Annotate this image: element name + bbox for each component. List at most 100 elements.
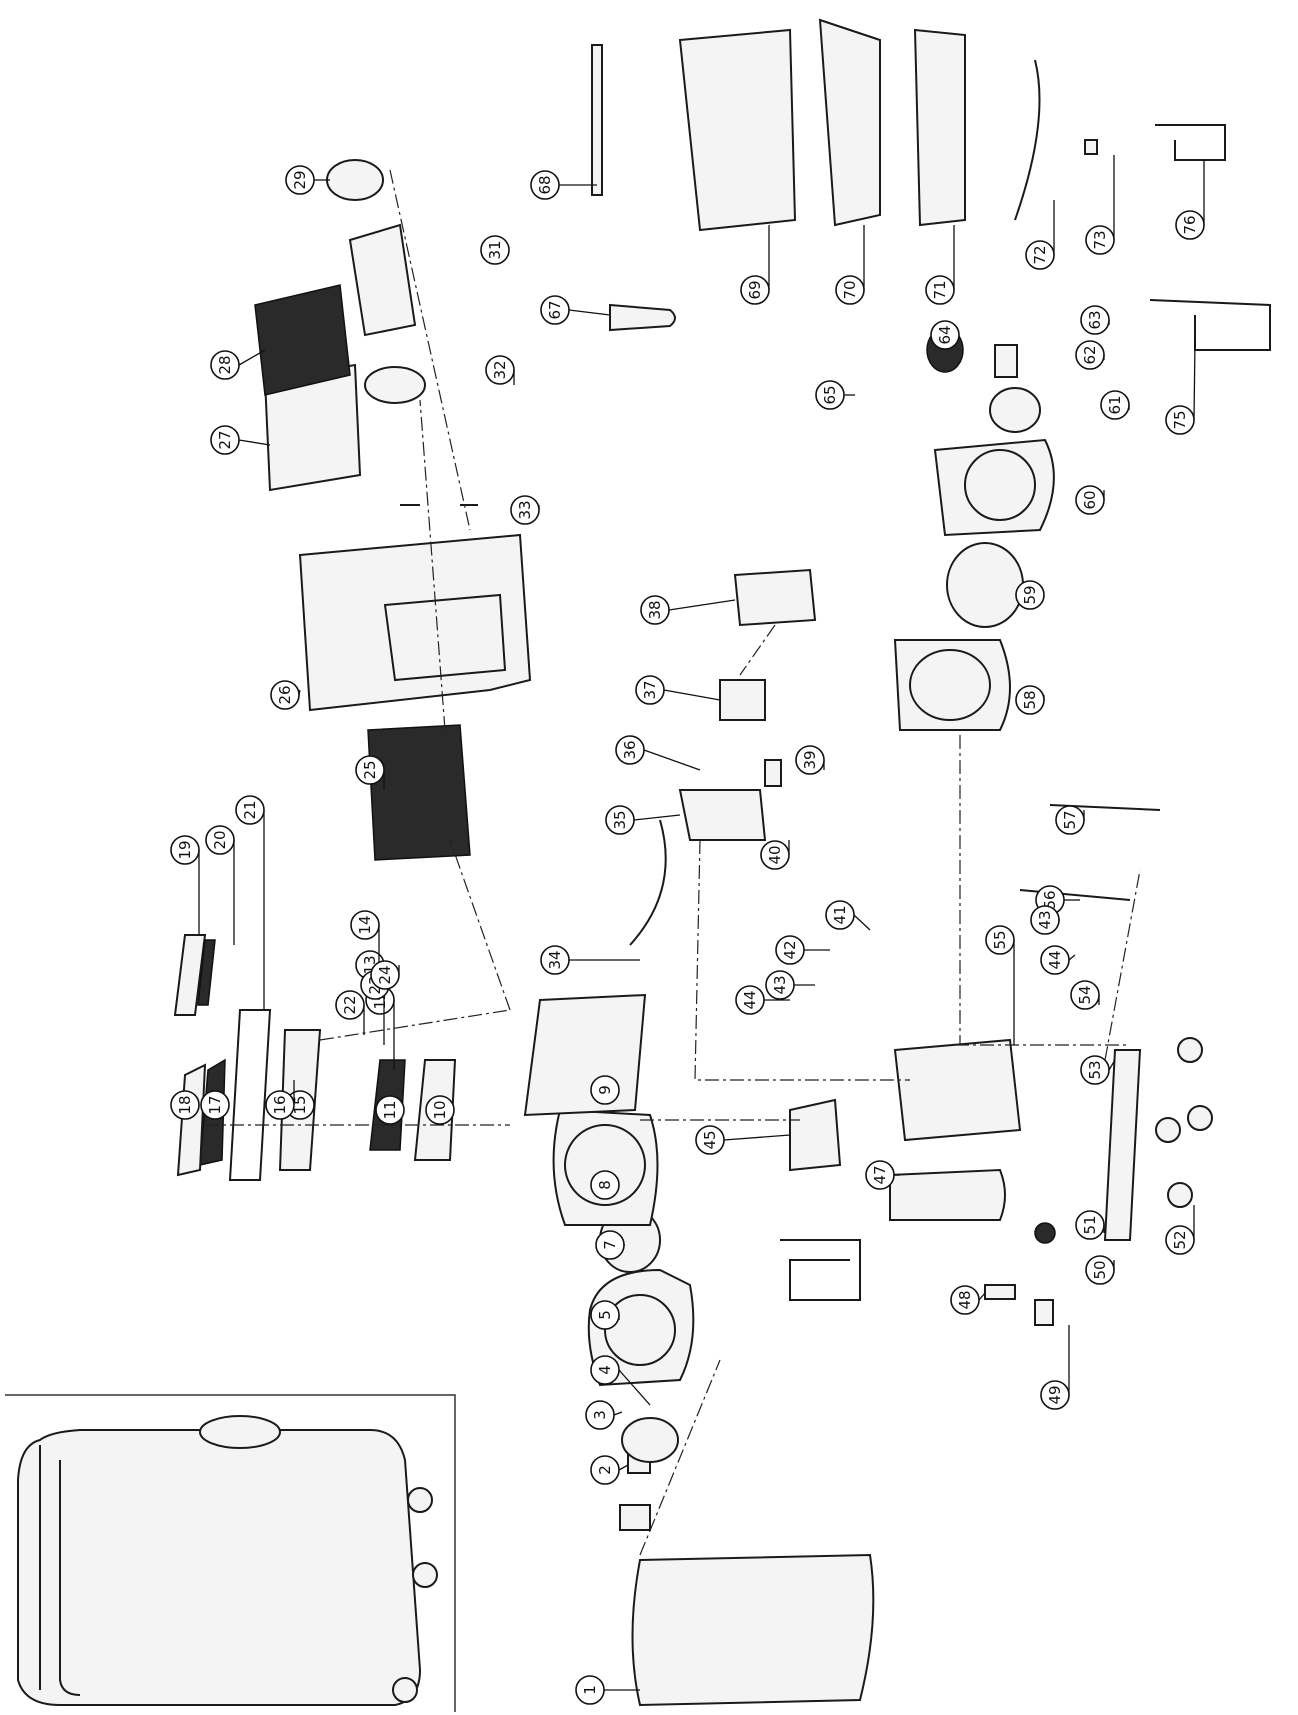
callout-number: 57 xyxy=(1061,810,1079,829)
callout-9: 9 xyxy=(590,1075,620,1105)
callout-73: 73 xyxy=(1085,155,1115,255)
callout-7: 7 xyxy=(595,1230,625,1260)
callout-2: 2 xyxy=(590,1455,629,1485)
callout-number: 10 xyxy=(431,1100,449,1119)
callout-number: 50 xyxy=(1091,1260,1109,1279)
callout-bubble xyxy=(760,840,790,870)
callout-bubble xyxy=(835,275,865,305)
callout-10: 10 xyxy=(425,1095,455,1125)
callout-62: 62 xyxy=(1075,340,1105,370)
leader-line-41 xyxy=(853,914,871,931)
leader-line-67 xyxy=(568,309,611,316)
callout-bubble xyxy=(585,1400,615,1430)
callout-29: 29 xyxy=(285,165,330,195)
callout-bubble xyxy=(425,1095,455,1125)
callout-bubble xyxy=(930,320,960,350)
callout-bubble xyxy=(825,900,855,930)
callout-49: 49 xyxy=(1040,1325,1070,1410)
callout-number: 39 xyxy=(801,750,819,769)
leader-line-35 xyxy=(633,814,681,821)
callout-61: 61 xyxy=(1100,390,1130,420)
callout-31: 31 xyxy=(480,235,510,265)
callout-number: 72 xyxy=(1031,245,1049,264)
callout-bubble xyxy=(1075,1210,1105,1240)
callout-bubble xyxy=(735,985,765,1015)
callout-43: 43 xyxy=(765,970,815,1000)
callout-bubble xyxy=(775,935,805,965)
leader-line-28 xyxy=(238,349,266,366)
callout-bubble xyxy=(210,350,240,380)
callout-28: 28 xyxy=(210,349,266,380)
callout-58: 58 xyxy=(1015,685,1045,715)
callout-number: 44 xyxy=(741,990,759,1009)
callout-number: 60 xyxy=(1081,490,1099,509)
callout-number: 53 xyxy=(1086,1060,1104,1079)
callout-5: 5 xyxy=(590,1300,620,1330)
callout-bubble xyxy=(375,1095,405,1125)
callout-bubble xyxy=(590,1170,620,1200)
callout-number: 9 xyxy=(596,1085,614,1095)
leader-line-75 xyxy=(1193,339,1196,421)
callout-number: 7 xyxy=(601,1240,619,1250)
callout-number: 2 xyxy=(596,1465,614,1475)
callout-63: 63 xyxy=(1080,305,1110,335)
callout-64: 64 xyxy=(930,320,960,350)
callout-bubble xyxy=(985,925,1015,955)
callout-76: 76 xyxy=(1175,160,1205,240)
assembled-unit-inset xyxy=(5,1394,456,1712)
callout-bubble xyxy=(765,970,795,1000)
callout-65: 65 xyxy=(815,380,855,410)
callout-bubble xyxy=(1075,340,1105,370)
leader-line-45 xyxy=(723,1134,791,1141)
callout-33: 33 xyxy=(510,495,540,525)
callout-bubble xyxy=(1030,905,1060,935)
callout-number: 18 xyxy=(176,1095,194,1114)
callout-4: 4 xyxy=(590,1355,651,1406)
callout-bubble xyxy=(615,735,645,765)
callout-48: 48 xyxy=(950,1285,986,1315)
callout-25: 25 xyxy=(355,755,385,790)
callout-number: 31 xyxy=(486,240,504,259)
callout-number: 45 xyxy=(701,1130,719,1149)
callout-number: 69 xyxy=(746,280,764,299)
callout-bubble xyxy=(485,355,515,385)
callout-bubble xyxy=(815,380,845,410)
callout-50: 50 xyxy=(1085,1255,1115,1285)
callout-41: 41 xyxy=(825,900,871,931)
callout-number: 34 xyxy=(546,950,564,969)
callout-number: 26 xyxy=(276,685,294,704)
callout-bubble xyxy=(270,680,300,710)
callout-22: 22 xyxy=(335,990,365,1035)
callout-bubble xyxy=(635,675,665,705)
leader-line-4 xyxy=(618,1369,651,1406)
callout-52: 52 xyxy=(1165,1205,1195,1255)
callout-bubble xyxy=(695,1125,725,1155)
callout-32: 32 xyxy=(485,355,515,385)
callout-bubble xyxy=(170,1090,200,1120)
callout-number: 41 xyxy=(831,905,849,924)
leader-line-2 xyxy=(618,1464,629,1471)
callout-number: 42 xyxy=(781,940,799,959)
callout-bubble xyxy=(950,1285,980,1315)
callout-27: 27 xyxy=(210,425,271,455)
callout-number: 25 xyxy=(361,760,379,779)
callout-72: 72 xyxy=(1025,200,1055,270)
callout-bubble xyxy=(1080,305,1110,335)
callout-number: 63 xyxy=(1086,310,1104,329)
callout-layer: 1234578910111213141516171819202122232425… xyxy=(170,155,1205,1705)
callout-71: 71 xyxy=(925,225,955,305)
leader-line-37 xyxy=(663,689,721,701)
callout-18: 18 xyxy=(170,1090,200,1120)
callout-37: 37 xyxy=(635,675,721,705)
callout-bubble xyxy=(1015,685,1045,715)
callout-bubble xyxy=(595,1230,625,1260)
callout-number: 47 xyxy=(871,1165,889,1184)
callout-number: 21 xyxy=(241,800,259,819)
callout-57: 57 xyxy=(1055,805,1085,835)
callout-26: 26 xyxy=(270,680,301,710)
callout-bubble xyxy=(590,1355,620,1385)
callout-bubble xyxy=(590,1300,620,1330)
callout-42: 42 xyxy=(775,935,830,965)
callout-44: 44 xyxy=(1040,945,1076,975)
